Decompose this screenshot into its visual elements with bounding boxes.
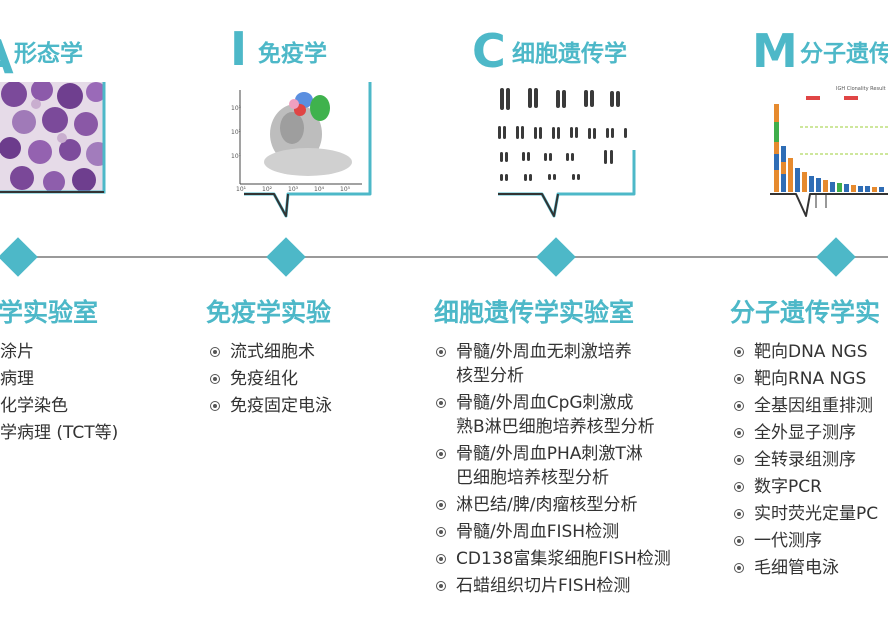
lab-title-morphology: 学实验室 bbox=[0, 298, 99, 327]
cytogenetics-card bbox=[494, 82, 644, 227]
list-molecular: 靶向DNA NGS 靶向RNA NGS 全基因组重排测 全外显子测序 全转录组测… bbox=[732, 340, 878, 583]
x-tick-label: 10² bbox=[262, 186, 273, 193]
list-item: 靶向DNA NGS bbox=[732, 340, 878, 364]
lab-title-cytogenetics: 细胞遗传学实验室 bbox=[434, 298, 635, 327]
section-title-immunology: 免疫学 bbox=[258, 41, 327, 67]
timeline-node-molecular bbox=[816, 237, 856, 277]
morphology-card bbox=[0, 82, 112, 222]
list-cytogenetics: 骨髓/外周血无刺激培养核型分析 骨髓/外周血CpG刺激成熟B淋巴细胞培养核型分析… bbox=[434, 340, 671, 601]
list-item: 骨髓/外周血CpG刺激成熟B淋巴细胞培养核型分析 bbox=[434, 391, 671, 439]
bullet-icon bbox=[734, 428, 744, 438]
list-item: 实时荧光定量PC bbox=[732, 502, 878, 526]
list-item: 涂片 bbox=[0, 342, 34, 362]
list-item: 流式细胞术 bbox=[208, 340, 332, 364]
bullet-icon bbox=[734, 374, 744, 384]
bullet-icon bbox=[210, 374, 220, 384]
bullet-icon bbox=[734, 401, 744, 411]
karyotype-figure bbox=[494, 82, 636, 218]
list-item: 靶向RNA NGS bbox=[732, 367, 878, 391]
list-item: 石蜡组织切片FISH检测 bbox=[434, 574, 671, 598]
flow-cytometry-figure: 10³ 10² 10¹ 10¹ 10² 10³ 10⁴ 10⁵ bbox=[230, 82, 372, 218]
list-item: 一代测序 bbox=[732, 529, 878, 553]
x-tick-label: 10¹ bbox=[236, 186, 247, 193]
list-item: 骨髓/外周血无刺激培养核型分析 bbox=[434, 340, 671, 388]
list-item: 化学染色 bbox=[0, 396, 68, 416]
bullet-icon bbox=[436, 398, 446, 408]
bullet-icon bbox=[436, 500, 446, 510]
immunology-card: 10³ 10² 10¹ 10¹ 10² 10³ 10⁴ 10⁵ bbox=[230, 82, 380, 227]
morphology-figure bbox=[0, 82, 106, 194]
timeline-line bbox=[0, 256, 888, 258]
list-item: 骨髓/外周血PHA刺激T淋巴细胞培养核型分析 bbox=[434, 442, 671, 490]
bullet-icon bbox=[436, 449, 446, 459]
list-item: 骨髓/外周血FISH检测 bbox=[434, 520, 671, 544]
list-item: CD138富集浆细胞FISH检测 bbox=[434, 547, 671, 571]
list-item: 学病理 (TCT等) bbox=[0, 423, 119, 443]
list-item: 全基因组重排测 bbox=[732, 394, 878, 418]
bullet-icon bbox=[210, 401, 220, 411]
bullet-icon bbox=[734, 536, 744, 546]
x-tick-label: 10⁴ bbox=[314, 186, 325, 193]
section-title-morphology: 形态学 bbox=[14, 41, 83, 67]
x-tick-label: 10³ bbox=[288, 186, 299, 193]
bullet-icon bbox=[436, 347, 446, 357]
lab-title-molecular: 分子遗传学实 bbox=[730, 298, 881, 327]
bullet-icon bbox=[210, 347, 220, 357]
list-item: 淋巴结/脾/肉瘤核型分析 bbox=[434, 493, 671, 517]
list-immunology: 流式细胞术 免疫组化 免疫固定电泳 bbox=[208, 340, 332, 421]
bullet-icon bbox=[734, 509, 744, 519]
section-letter-i: I bbox=[230, 22, 247, 76]
list-morphology: 涂片 病理 化学染色 学病理 (TCT等) bbox=[0, 340, 118, 448]
section-letter-a: A bbox=[0, 34, 14, 80]
bullet-icon bbox=[436, 554, 446, 564]
list-item: 毛细管电泳 bbox=[732, 556, 878, 580]
bullet-icon bbox=[734, 563, 744, 573]
timeline-node-morphology bbox=[0, 237, 38, 277]
section-title-cytogenetics: 细胞遗传学 bbox=[512, 41, 627, 67]
lab-title-immunology: 免疫学实验 bbox=[206, 298, 332, 327]
list-item: 全转录组测序 bbox=[732, 448, 878, 472]
timeline-node-immunology bbox=[266, 237, 306, 277]
section-letter-m: M bbox=[752, 24, 798, 78]
list-item: 全外显子测序 bbox=[732, 421, 878, 445]
figure-title: IGH Clonality Result bbox=[836, 86, 886, 92]
x-tick-label: 10⁵ bbox=[340, 186, 351, 193]
molecular-card: IGH Clonality Result bbox=[770, 82, 888, 227]
bullet-icon bbox=[436, 527, 446, 537]
ngs-clonality-figure: IGH Clonality Result bbox=[770, 82, 888, 217]
bullet-icon bbox=[436, 581, 446, 591]
list-item: 数字PCR bbox=[732, 475, 878, 499]
list-item: 免疫固定电泳 bbox=[208, 394, 332, 418]
list-item: 病理 bbox=[0, 369, 34, 389]
y-tick-label: 10² bbox=[231, 129, 242, 136]
timeline-node-cytogenetics bbox=[536, 237, 576, 277]
section-letter-c: C bbox=[472, 24, 506, 78]
y-tick-label: 10³ bbox=[231, 105, 242, 112]
section-title-molecular: 分子遗传 bbox=[800, 41, 888, 67]
bullet-icon bbox=[734, 482, 744, 492]
list-item: 免疫组化 bbox=[208, 367, 332, 391]
bullet-icon bbox=[734, 347, 744, 357]
y-tick-label: 10¹ bbox=[231, 153, 242, 160]
bullet-icon bbox=[734, 455, 744, 465]
